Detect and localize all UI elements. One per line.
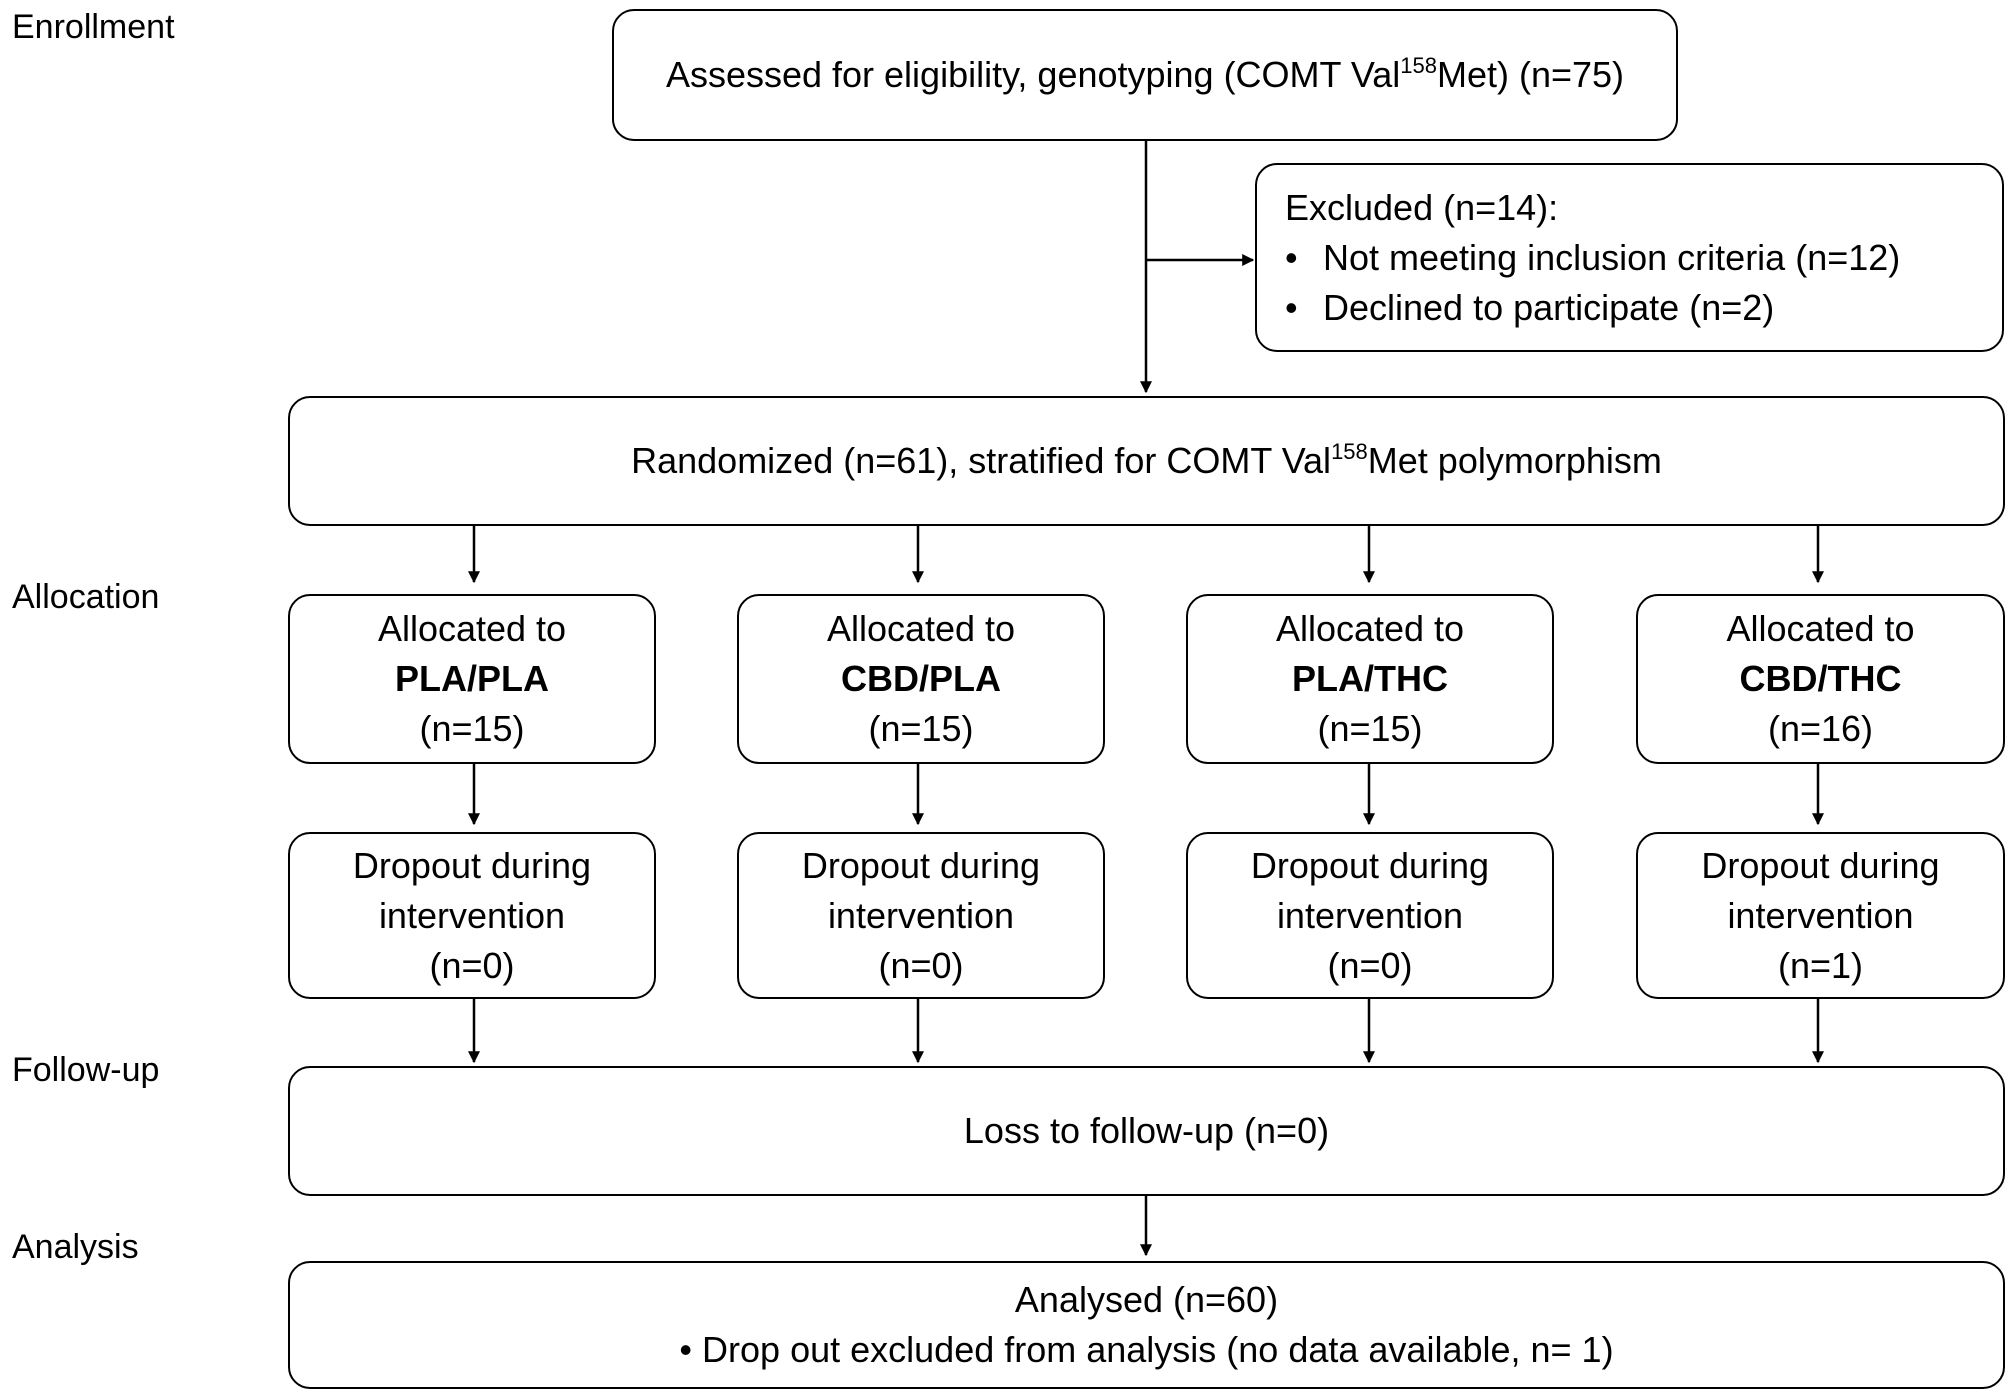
assessed-text-suffix: Met) (n=75) — [1436, 54, 1625, 95]
allocation-count: (n=15) — [1317, 708, 1423, 749]
dropout-count: (n=0) — [429, 944, 515, 986]
randomized-text-suffix: Met polymorphism — [1367, 440, 1662, 481]
dropout-line-1: Dropout during — [1701, 844, 1940, 886]
excluded-item-text: Declined to participate (n=2) — [1323, 286, 1775, 328]
dropout-count: (n=0) — [1327, 944, 1413, 986]
analysed-box: Analysed (n=60) • Drop out excluded from… — [288, 1261, 2005, 1389]
dropout-line-2: intervention — [1727, 894, 1914, 936]
excluded-item: • Declined to participate (n=2) — [1285, 283, 1774, 333]
allocation-box-arm-1: Allocated to PLA/PLA (n=15) — [288, 594, 656, 764]
dropout-count: (n=0) — [878, 944, 964, 986]
dropout-box-arm-3: Dropout during intervention (n=0) — [1186, 832, 1554, 999]
allocation-box-arm-3: Allocated to PLA/THC (n=15) — [1186, 594, 1554, 764]
follow-up-box: Loss to follow-up (n=0) — [288, 1066, 2005, 1196]
stage-label-analysis: Analysis — [12, 1228, 139, 1266]
allocation-group: PLA/THC — [1292, 658, 1448, 699]
analysed-note: • Drop out excluded from analysis (no da… — [679, 1325, 1613, 1375]
dropout-box-arm-4: Dropout during intervention (n=1) — [1636, 832, 2005, 999]
assessed-superscript: 158 — [1400, 53, 1437, 78]
dropout-count: (n=1) — [1777, 944, 1864, 986]
bullet-marker: • — [1285, 236, 1298, 278]
analysed-title: Analysed (n=60) — [1014, 1279, 1279, 1320]
dropout-line-1: Dropout during — [801, 844, 1041, 886]
dropout-line-1: Dropout during — [352, 844, 592, 886]
allocated-to-label: Allocated to — [1275, 608, 1465, 649]
dropout-box-arm-1: Dropout during intervention (n=0) — [288, 832, 656, 999]
randomized-box: Randomized (n=61), stratified for COMT V… — [288, 396, 2005, 526]
assessed-text-prefix: Assessed for eligibility, genotyping (CO… — [665, 54, 1401, 95]
allocation-box-arm-2: Allocated to CBD/PLA (n=15) — [737, 594, 1105, 764]
allocation-group: PLA/PLA — [394, 658, 549, 699]
dropout-box-arm-2: Dropout during intervention (n=0) — [737, 832, 1105, 999]
randomized-superscript: 158 — [1331, 439, 1368, 464]
assessed-box: Assessed for eligibility, genotyping (CO… — [612, 9, 1678, 141]
excluded-title: Excluded (n=14): — [1285, 186, 1559, 228]
allocation-group: CBD/THC — [1739, 658, 1902, 699]
excluded-item: • Not meeting inclusion criteria (n=12) — [1285, 233, 1900, 283]
allocation-box-arm-4: Allocated to CBD/THC (n=16) — [1636, 594, 2005, 764]
excluded-item-text: Not meeting inclusion criteria (n=12) — [1323, 236, 1901, 278]
assessed-text: Assessed for eligibility, genotyping (CO… — [666, 50, 1624, 100]
analysed-note-text: Drop out excluded from analysis (no data… — [702, 1329, 1614, 1370]
allocation-count: (n=15) — [419, 708, 525, 749]
dropout-line-2: intervention — [1276, 894, 1464, 936]
bullet-marker: • — [679, 1329, 693, 1370]
allocated-to-label: Allocated to — [826, 608, 1016, 649]
allocation-count: (n=16) — [1767, 708, 1874, 749]
stage-label-enrollment: Enrollment — [12, 8, 175, 46]
randomized-text: Randomized (n=61), stratified for COMT V… — [631, 436, 1662, 486]
dropout-line-2: intervention — [378, 894, 566, 936]
randomized-text-prefix: Randomized (n=61), stratified for COMT V… — [631, 440, 1332, 481]
follow-up-text: Loss to follow-up (n=0) — [963, 1110, 1330, 1151]
allocated-to-label: Allocated to — [1726, 608, 1915, 649]
stage-label-follow-up: Follow-up — [12, 1051, 160, 1089]
allocated-to-label: Allocated to — [377, 608, 567, 649]
allocation-count: (n=15) — [868, 708, 974, 749]
allocation-group: CBD/PLA — [841, 658, 1001, 699]
stage-label-allocation: Allocation — [12, 578, 160, 616]
dropout-line-2: intervention — [827, 894, 1015, 936]
dropout-line-1: Dropout during — [1250, 844, 1490, 886]
bullet-marker: • — [1285, 286, 1298, 328]
excluded-box: Excluded (n=14): • Not meeting inclusion… — [1255, 163, 2004, 352]
